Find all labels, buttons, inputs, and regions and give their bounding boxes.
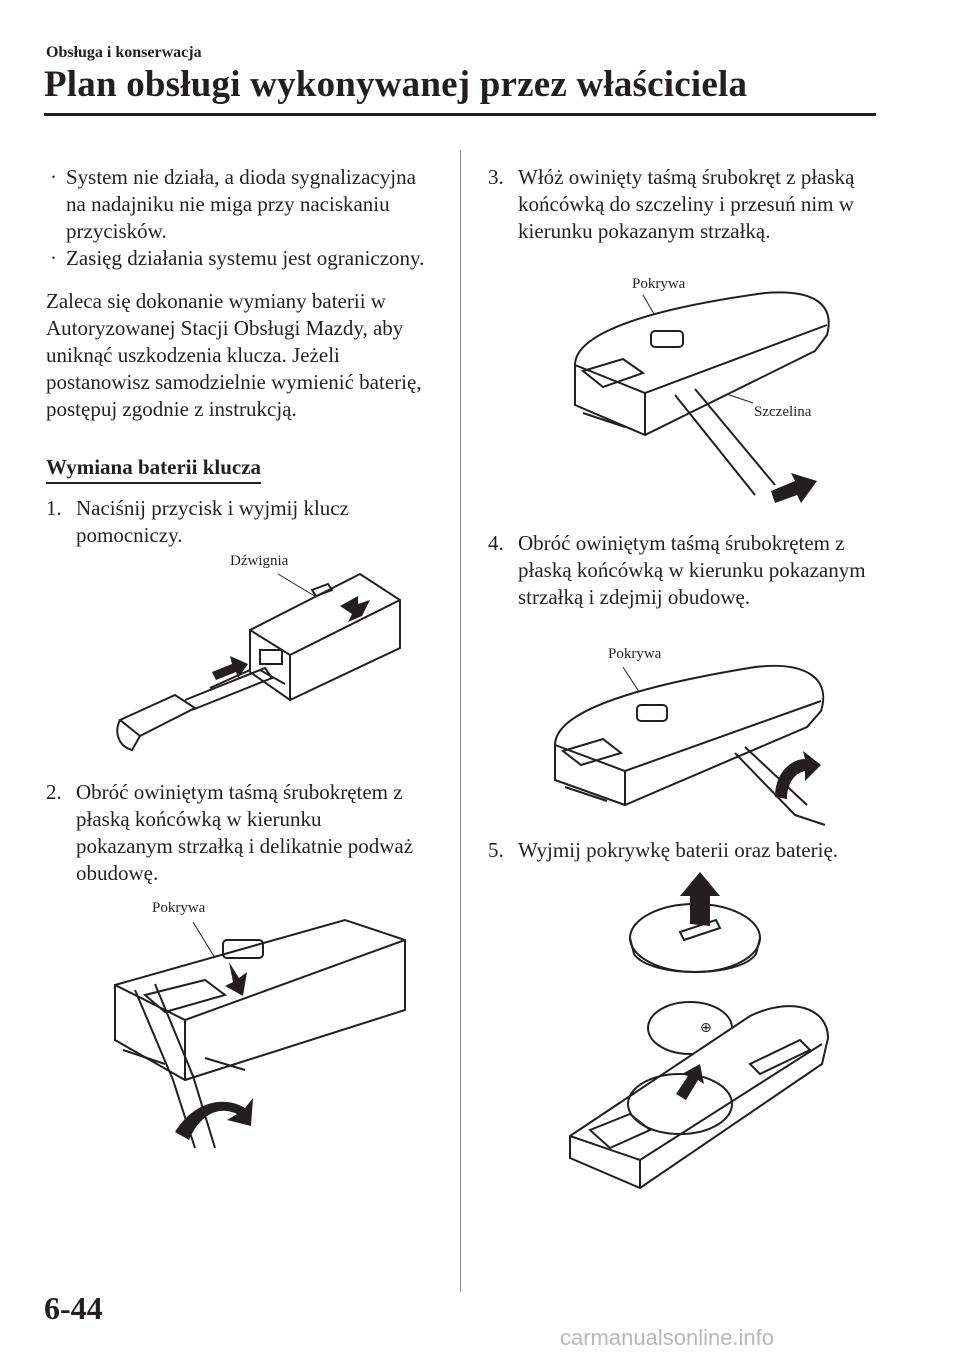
figure-5-battery-removal: ⊕ [569,872,830,1190]
bullet-text: Zasięg działania systemu jest ograniczon… [66,246,425,270]
step-text: Naciśnij przycisk i wyjmij klucz pomocni… [76,496,349,547]
step-number: 2. [46,780,62,804]
figure-2-pry-case [114,918,406,1149]
step-number: 4. [488,531,504,555]
page-number: 6-44 [44,1290,103,1326]
step-text: Włóż owinięty taśmą śrubokręt z płaską k… [518,165,855,243]
figure-1-key-release [116,572,401,752]
page-title: Plan obsługi wykonywanej przez właścicie… [44,64,748,105]
bullet-text: System nie działa, a dioda sygnalizacyjn… [66,165,416,243]
subheading-text: Wymiana baterii klucza [46,455,262,484]
step-number: 5. [488,838,504,862]
step-text: Obróć owiniętym taśmą śrubokrętem z płas… [518,531,866,609]
step-1: 1. Naciśnij przycisk i wyjmij klucz pomo… [46,495,416,549]
column-divider [460,150,461,1292]
bullet-item: ·Zasięg działania systemu jest ograniczo… [50,246,425,270]
subheading: Wymiana baterii klucza [46,455,262,484]
bullet-item: ·System nie działa, a dioda sygnalizacyj… [50,165,416,243]
figure-4-remove-housing [554,664,826,826]
figure-1-label: Dźwignia [230,553,289,569]
step-4: 4. Obróć owiniętym taśmą śrubokrętem z p… [488,530,868,611]
section-name: Obsługa i konserwacja [46,44,202,61]
step-5: 5. Wyjmij pokrywkę baterii oraz baterię. [488,837,888,864]
figure-3-label-cover: Pokrywa [632,276,686,292]
step-text: Wyjmij pokrywkę baterii oraz baterię. [518,838,839,862]
title-rule [44,113,876,116]
figure-4-label: Pokrywa [608,646,662,662]
left-column-intro: ·System nie działa, a dioda sygnalizacyj… [46,164,426,423]
step-3: 3. Włóż owinięty taśmą śrubokręt z płask… [488,164,868,245]
step-number: 1. [46,496,62,520]
figure-2-label: Pokrywa [152,900,206,916]
watermark: carmanualsonline.info [560,1325,775,1350]
step-text: Obróć owiniętym taśmą śrubokrętem z płas… [76,780,414,885]
svg-text:⊕: ⊕ [700,1020,712,1036]
step-number: 3. [488,165,504,189]
intro-paragraph: Zaleca się dokonanie wymiany baterii w A… [46,289,422,421]
step-2: 2. Obróć owiniętym taśmą śrubokrętem z p… [46,779,416,887]
figure-3-label-slot: Szczelina [754,404,812,420]
figure-3-insert-slot [574,291,830,503]
